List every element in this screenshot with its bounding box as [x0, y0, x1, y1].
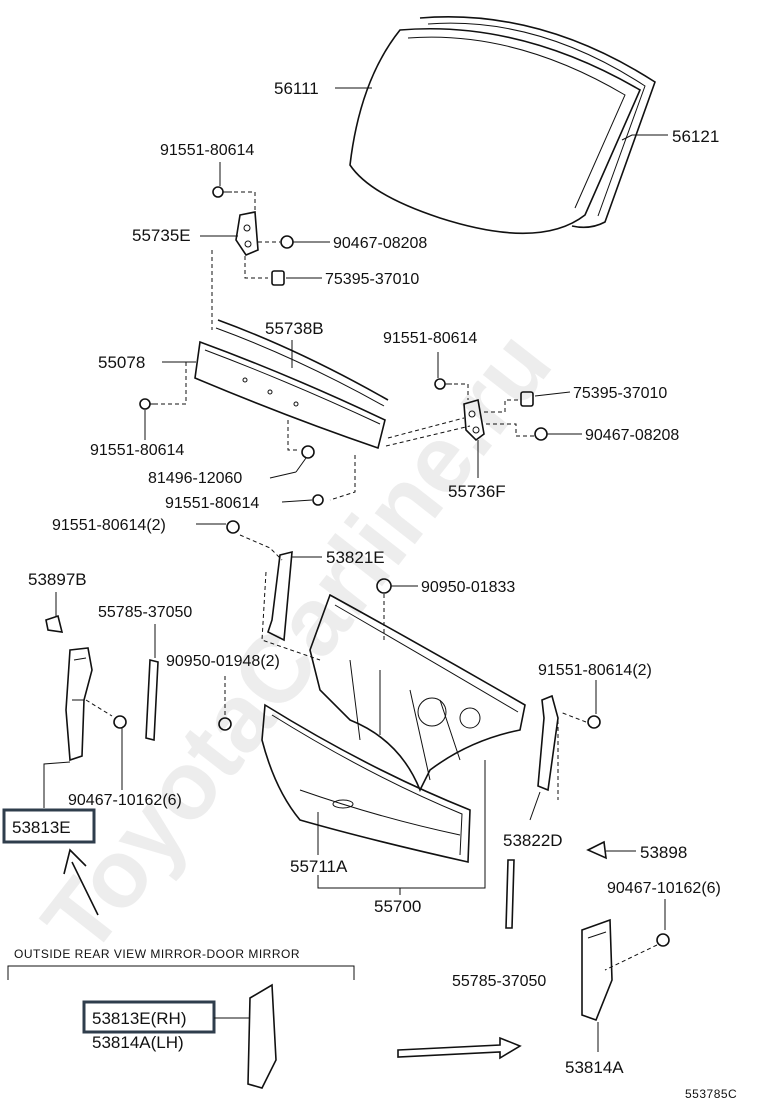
label-53814a: 53814A: [565, 1058, 624, 1077]
note-title: OUTSIDE REAR VIEW MIRROR-DOOR MIRROR: [14, 947, 300, 961]
bolt-icon: [434, 378, 452, 390]
label-53897b: 53897B: [28, 570, 87, 589]
label-53821e: 53821E: [326, 548, 385, 567]
pillar-garnish-53814a[interactable]: [581, 918, 613, 1022]
arrow-icon: [63, 848, 99, 916]
cowl-ventilator-55078[interactable]: [194, 340, 386, 450]
seal-strip-55785[interactable]: [145, 658, 159, 742]
bolt-icon: [587, 715, 601, 729]
label-91551-a: 91551-80614: [160, 142, 254, 159]
label-91551-e: 91551-80614(2): [52, 517, 166, 534]
label-53898: 53898: [640, 843, 687, 862]
label-90467-b: 90467-08208: [585, 427, 679, 444]
clip-53897b[interactable]: [45, 614, 64, 633]
label-53813e[interactable]: 53813E: [12, 818, 71, 837]
label-90467-d: 90467-10162(6): [607, 880, 721, 897]
clip-icon: [271, 270, 322, 286]
label-53814a-lh: 53814A(LH): [92, 1033, 184, 1052]
seal-55738b[interactable]: [215, 319, 389, 407]
label-90950-b: 90950-01948(2): [166, 653, 280, 670]
label-91551-c: 91551-80614: [165, 495, 259, 512]
label-75395-a: 75395-37010: [325, 271, 419, 288]
label-55738b: 55738B: [265, 319, 324, 338]
label-55700: 55700: [374, 897, 421, 916]
bracket-55735e[interactable]: [235, 211, 259, 256]
arrow-right-icon: [397, 1036, 522, 1060]
bolt-icon: [226, 520, 240, 534]
pillar-garnish-mirror-variant[interactable]: [247, 983, 277, 1089]
windshield-glass[interactable]: [349, 27, 642, 235]
highlight-box: [2, 808, 96, 844]
label-55711a: 55711A: [290, 857, 348, 876]
clip-icon: [656, 933, 670, 947]
label-55078: 55078: [98, 353, 145, 372]
label-53813e-rh[interactable]: 53813E(RH): [92, 1009, 187, 1028]
bracket-55736f[interactable]: [463, 398, 485, 442]
clip-icon: [520, 391, 571, 407]
clip-icon: [295, 445, 315, 473]
label-90467-a: 90467-08208: [333, 235, 427, 252]
cowl-top-panel-55700[interactable]: [309, 593, 526, 792]
bracket-53822d[interactable]: [537, 694, 559, 792]
clip-icon: [534, 427, 582, 441]
seal-ring-icon: [376, 578, 418, 594]
label-90467-c: 90467-10162(6): [68, 792, 182, 809]
label-91551-d: 91551-80614: [383, 330, 477, 347]
dash-panel-55711a[interactable]: [261, 703, 471, 863]
pillar-garnish-53813e[interactable]: [65, 647, 93, 762]
label-55735e: 55735E: [132, 226, 191, 245]
label-55736f: 55736F: [448, 482, 506, 501]
highlight-box-rh: [82, 1000, 216, 1034]
label-56111: 56111: [274, 79, 319, 98]
label-55785-b: 55785-37050: [452, 973, 546, 990]
bolt-icon: [139, 398, 158, 410]
label-90950-a: 90950-01833: [421, 579, 515, 596]
windshield-weatherstrip[interactable]: [419, 16, 656, 229]
label-91551-g: 91551-80614(2): [538, 662, 652, 679]
label-53822d: 53822D: [503, 831, 563, 850]
label-56121: 56121: [672, 127, 719, 146]
bracket-53821e[interactable]: [267, 550, 293, 642]
clip-icon: [113, 715, 127, 729]
bolt-icon: [212, 186, 232, 198]
label-91551-b: 91551-80614: [90, 442, 184, 459]
clip-53898[interactable]: [586, 840, 607, 860]
clip-icon: [280, 235, 330, 249]
bolt-icon: [312, 494, 324, 506]
seal-strip-55785-b[interactable]: [505, 859, 515, 929]
diagram-code: 553785C: [685, 1087, 737, 1101]
label-81496: 81496-12060: [148, 470, 242, 487]
label-75395-b: 75395-37010: [573, 385, 667, 402]
label-55785-a: 55785-37050: [98, 604, 192, 621]
clip-icon: [218, 717, 232, 731]
